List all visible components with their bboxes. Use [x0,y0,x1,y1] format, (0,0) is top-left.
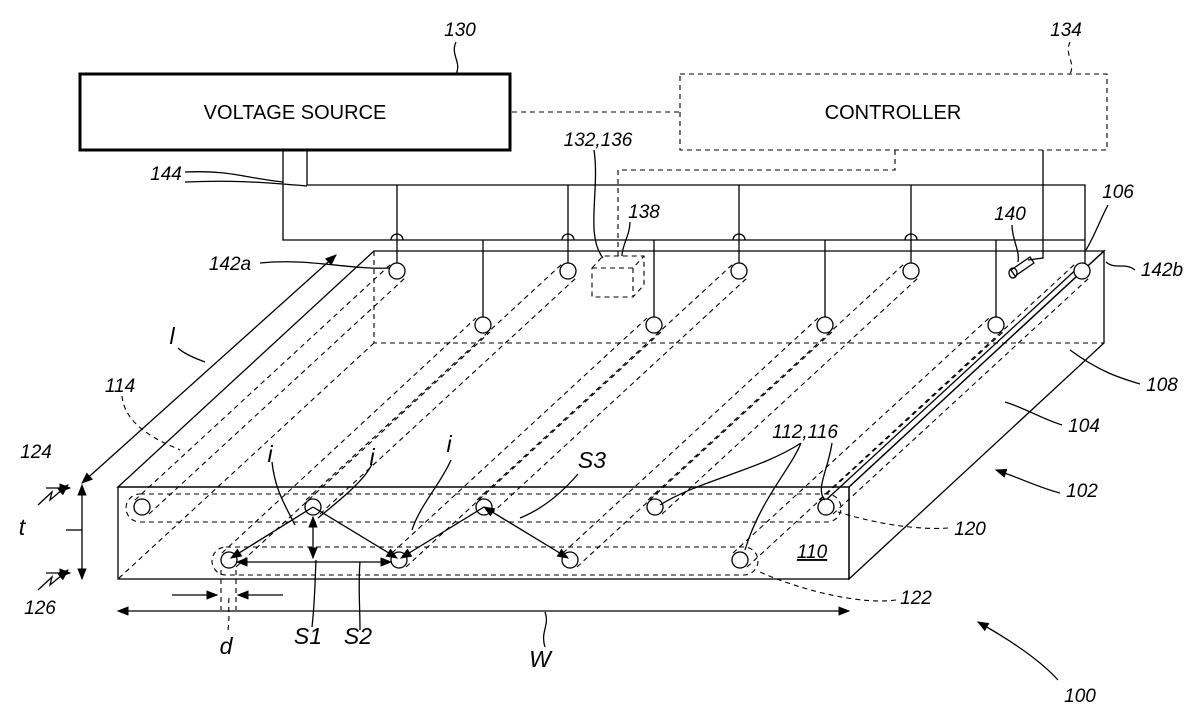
spacing-arrows [230,506,570,567]
symbol-i-3: i [446,431,452,457]
ref-124: 124 [20,442,52,463]
power-wires [282,150,1086,318]
symbol-s3: S3 [578,447,606,473]
ref-104: 104 [1068,416,1100,437]
ref-140: 140 [994,204,1026,225]
ref-144: 144 [150,164,182,185]
symbol-d: d [220,633,234,659]
ref-112-116: 112,116 [772,422,838,443]
symbol-s2: S2 [344,623,372,649]
ref-126: 126 [24,598,56,619]
symbol-t: t [19,514,27,540]
voltage-source-block: VOLTAGE SOURCE [78,72,512,152]
controller-label: CONTROLLER [825,102,962,124]
symbol-labels: l t i i i S1 S2 S3 d W [19,323,606,672]
leader-lines [66,41,1141,681]
ref-100: 100 [1064,686,1096,707]
ref-102: 102 [1066,481,1098,502]
dimensions [77,254,851,616]
probe-140 [1008,256,1035,279]
sensor-cube [591,255,645,298]
electrode-back-ends [388,262,1091,334]
ref-122: 122 [900,588,932,609]
ref-142b: 142b [1141,260,1183,281]
controller-box [679,73,1108,151]
ref-108: 108 [1146,375,1178,396]
reference-labels: 130 134 132,136 138 144 140 106 142a 142… [20,20,1183,707]
ref-134: 134 [1050,20,1082,41]
controller-block: CONTROLLER [679,73,1108,151]
ref-110: 110 [797,542,828,563]
symbol-w: W [529,646,553,672]
symbol-i-1: i [267,441,273,467]
ref-106: 106 [1102,182,1134,203]
symbol-s1: S1 [294,623,322,649]
controller-sensor-line [617,150,896,258]
ref-114: 114 [105,376,135,397]
electrode-front-ends [133,498,835,569]
ref-120: 120 [954,519,986,540]
symbol-l: l [169,323,175,349]
ref-138: 138 [628,202,660,223]
voltage-source-box [78,72,512,152]
symbol-i-2: i [369,444,375,470]
controller-probe-line [1027,150,1044,261]
ref-132-136: 132,136 [564,130,633,151]
ref-142a: 142a [209,254,251,275]
row-group-122 [211,546,759,576]
voltage-source-label: VOLTAGE SOURCE [204,102,387,124]
direction-arrows [37,483,72,591]
ref-130: 130 [444,20,476,41]
